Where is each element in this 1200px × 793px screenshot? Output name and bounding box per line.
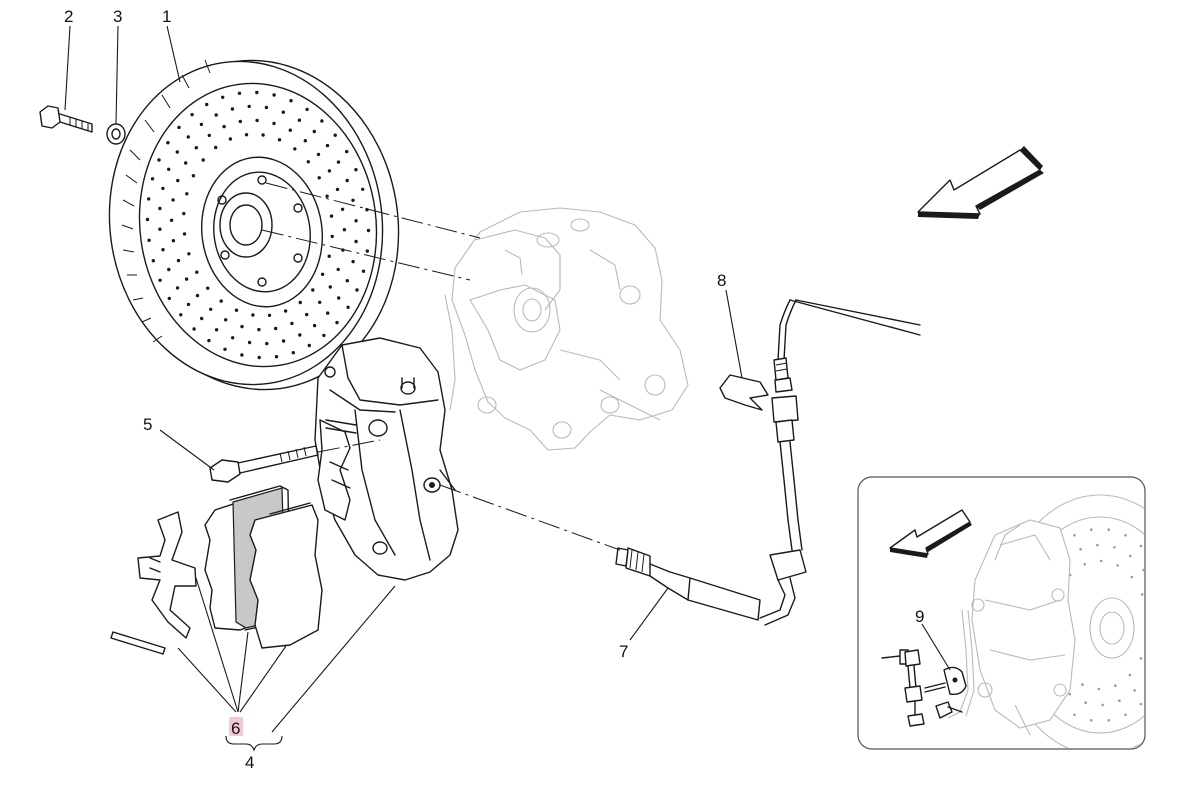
disc-washer	[106, 123, 126, 145]
hub-bolt-holes	[217, 175, 303, 287]
inset-detail: 9	[857, 476, 1146, 750]
hose-bracket	[719, 357, 789, 411]
callout-9: 9	[915, 607, 924, 626]
brake-disc	[108, 59, 400, 391]
callout-1: 1	[162, 7, 171, 26]
pad-pin	[110, 631, 166, 655]
callout-7: 7	[619, 642, 628, 661]
disc-vanes	[121, 59, 211, 343]
pad-spring	[137, 511, 197, 639]
disc-bolt	[39, 105, 93, 133]
callout-6: 6	[231, 719, 240, 738]
brake-hose	[615, 299, 921, 626]
steering-knuckle-ghost	[444, 207, 689, 451]
disc-drill-holes	[145, 90, 371, 360]
direction-arrow	[917, 146, 1044, 219]
callout-2: 2	[64, 7, 73, 26]
brake-caliper	[314, 337, 459, 581]
pad-retaining-pin	[209, 445, 319, 483]
callout-5: 5	[143, 415, 152, 434]
leader-lines	[64, 25, 743, 752]
brake-pad-inner	[249, 502, 323, 649]
callout-6-highlight	[229, 717, 243, 736]
assembly-lines	[261, 182, 621, 551]
callout-4: 4	[245, 753, 254, 772]
callout-3: 3	[113, 7, 122, 26]
callout-8: 8	[717, 271, 726, 290]
